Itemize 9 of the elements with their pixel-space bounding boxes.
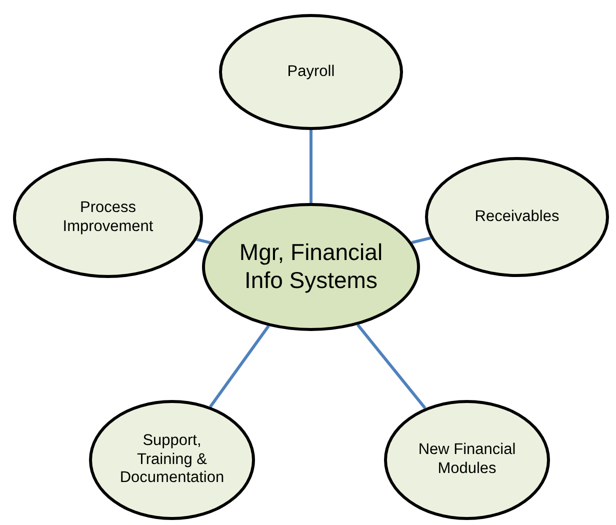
node-label: Receivables (474, 208, 560, 226)
connector-line (310, 130, 312, 203)
node-label: Payroll (287, 62, 335, 82)
connector-line (209, 325, 270, 408)
node-label: Process Improvement (62, 199, 154, 237)
connector-line (356, 324, 426, 410)
node-label: New Financial Modules (417, 441, 517, 479)
node-label: Support, Training & Documentation (118, 432, 226, 488)
node-label: Mgr, Financial Info Systems (238, 239, 384, 295)
